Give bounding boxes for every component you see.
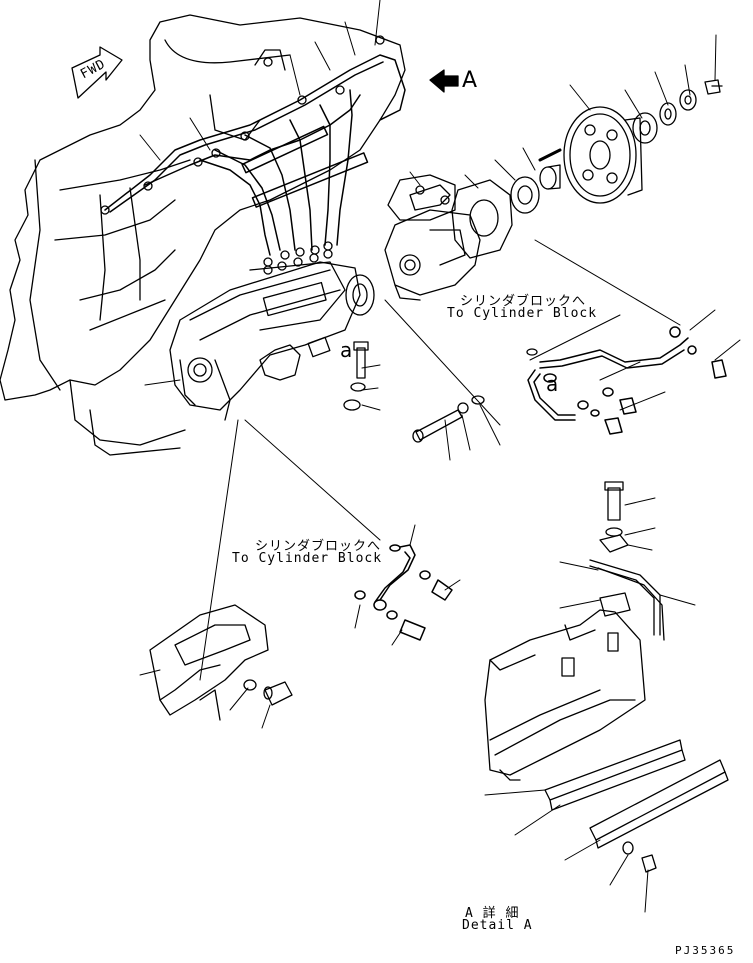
upper-pipe-bolts <box>412 348 538 443</box>
injection-pump <box>169 249 375 421</box>
injection-pipes <box>104 54 406 256</box>
drawing-code: PJ35365 <box>675 944 736 957</box>
upper-label-jp: シリンダブロックへ <box>460 294 587 309</box>
drive-gear <box>563 106 643 204</box>
gear-nut-stack <box>632 79 723 144</box>
lower-label-en: To Cylinder Block <box>232 551 383 566</box>
pump-bracket <box>149 604 293 721</box>
lower-label-jp: シリンダブロックへ <box>255 539 382 554</box>
callout-a-pipe: a <box>546 372 559 396</box>
fwd-arrow <box>71 46 123 99</box>
pipe-fittings <box>100 35 385 267</box>
detail-label-jp: A 詳 細 <box>465 906 520 921</box>
view-a-arrow <box>429 69 459 93</box>
callout-a-pump: a <box>340 338 353 362</box>
coupling <box>539 164 561 190</box>
engine-block <box>0 14 406 456</box>
lower-air-pipe <box>354 544 453 641</box>
bearing <box>510 176 540 214</box>
upper-label-en: To Cylinder Block <box>447 306 598 321</box>
pump-bolt-set <box>343 341 369 411</box>
upper-air-pipe <box>527 326 727 435</box>
air-compressor <box>384 174 481 301</box>
view-a-letter: A <box>462 68 478 93</box>
detail-label-en: Detail A <box>462 918 533 933</box>
gasket <box>451 179 513 259</box>
leader-lines <box>139 0 741 913</box>
key <box>538 148 562 162</box>
detail-a-drawing <box>484 481 729 873</box>
